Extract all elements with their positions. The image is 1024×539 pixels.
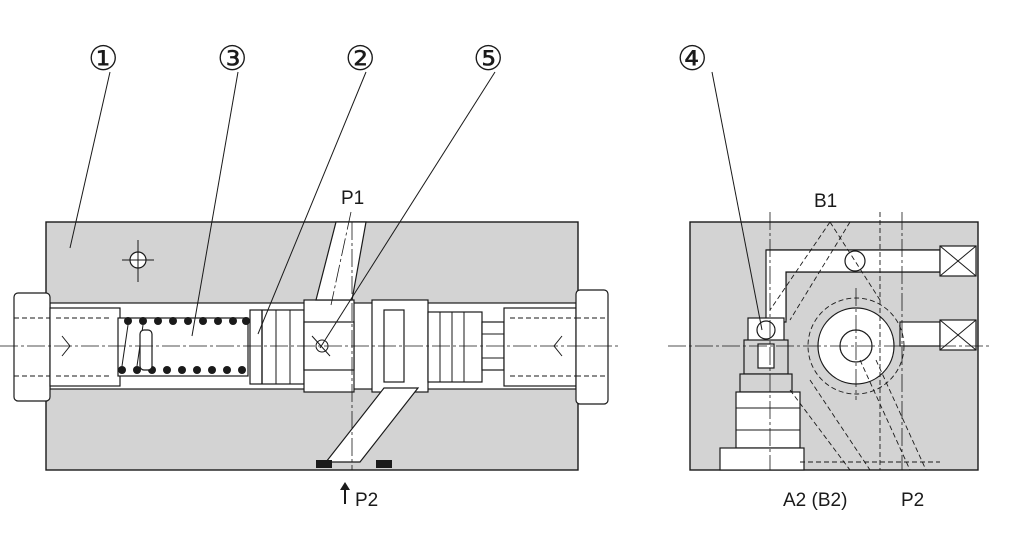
port-label-p2: P2: [355, 490, 378, 511]
left-end-plug: [13, 292, 121, 402]
callout-1: ①: [88, 39, 118, 79]
leader-3: [191, 71, 239, 337]
p2-arrow: [340, 482, 350, 504]
b1-channel: [765, 245, 977, 323]
right-section-view: [668, 71, 990, 471]
callout-4: ④: [677, 39, 707, 79]
left-section-view: [0, 71, 620, 504]
port-label-p2-side: P2: [901, 490, 924, 511]
check-valve: [719, 317, 805, 471]
leader-4: [711, 71, 763, 331]
hidden-lines: [769, 212, 940, 471]
bore-crosshair: [122, 240, 154, 282]
spring: [117, 317, 250, 377]
right-end-plug: [503, 289, 609, 405]
callout-2: ②: [345, 39, 375, 79]
leader-5: [319, 71, 496, 349]
leader-1: [69, 71, 111, 249]
callout-5: ⑤: [473, 39, 503, 79]
port-label-b1: B1: [814, 191, 837, 212]
port-label-a2-b2: A2 (B2): [783, 490, 847, 511]
middle-channel: [899, 319, 977, 351]
leader-2: [257, 71, 367, 335]
port-label-p1: P1: [341, 188, 364, 209]
callout-3: ③: [217, 39, 247, 79]
